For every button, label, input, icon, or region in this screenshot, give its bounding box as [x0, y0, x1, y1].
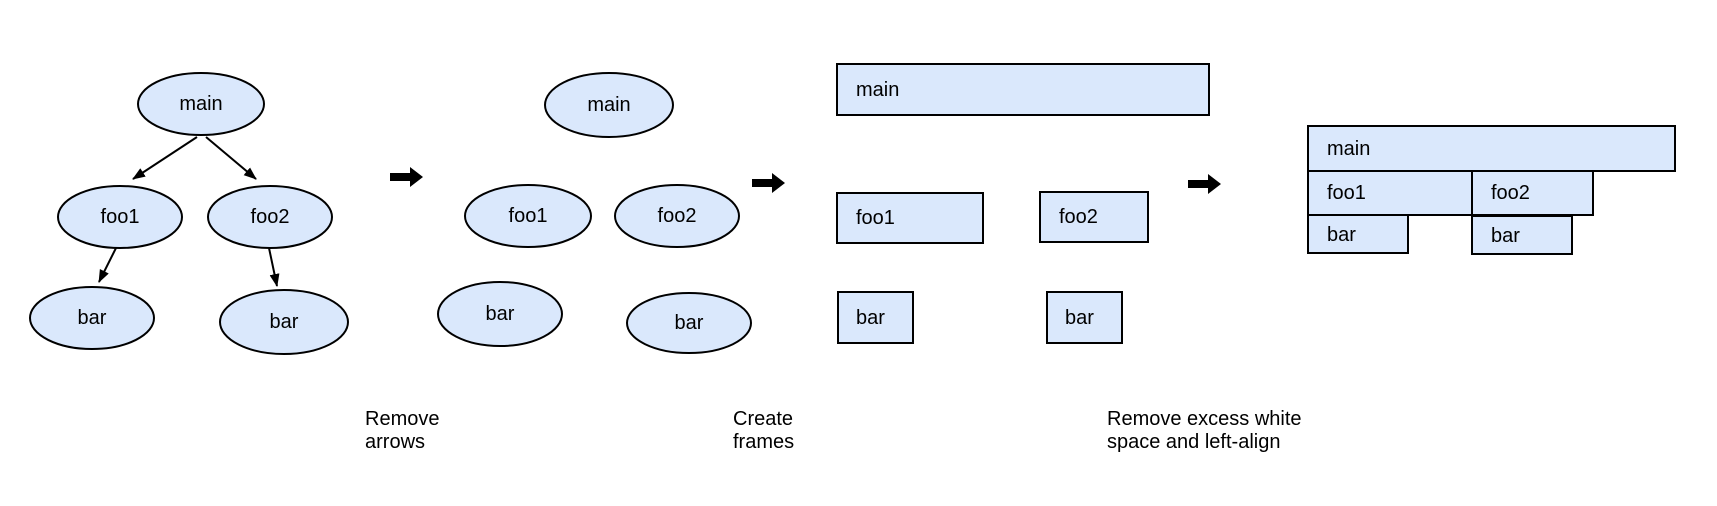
- frame-bar1-label: bar: [856, 307, 885, 329]
- edge-foo1-bar-arrow: [98, 247, 117, 283]
- step2-block-arrow-icon: [752, 173, 785, 193]
- frame-foo1: [836, 192, 984, 244]
- tree-node-foo1: [57, 185, 183, 249]
- frame-bar2-label: bar: [1065, 307, 1094, 329]
- tree-node-bar2-label: bar: [270, 311, 299, 333]
- frame-main: [836, 63, 1210, 116]
- flame-foo2: [1471, 170, 1594, 216]
- noarrow-node-bar2: [626, 292, 752, 354]
- tree-node-main: [137, 72, 265, 136]
- flame-foo2-label: foo2: [1491, 182, 1530, 204]
- step2-caption-line2: frames: [733, 431, 794, 453]
- flame-bar2: [1471, 215, 1573, 255]
- noarrow-node-main: [544, 72, 674, 138]
- flame-bar1-label: bar: [1327, 224, 1356, 246]
- tree-node-foo2-label: foo2: [251, 206, 290, 228]
- noarrow-node-foo2: [614, 184, 740, 248]
- stage-call-tree: main foo1 foo2 bar bar: [29, 72, 349, 355]
- flame-foo1-label: foo1: [1327, 182, 1366, 204]
- edge-foo2-bar-arrow: [268, 247, 280, 287]
- frame-bar2: [1046, 291, 1123, 344]
- flame-main-label: main: [1327, 138, 1370, 160]
- tree-node-bar1: [29, 286, 155, 350]
- step1-caption-line1: Remove: [365, 408, 439, 430]
- step3-block-arrow-icon: [1188, 174, 1221, 194]
- noarrow-node-foo1: [464, 184, 592, 248]
- edge-main-foo2-arrow: [205, 136, 257, 180]
- step1-block-arrow-icon: [390, 167, 423, 187]
- step1-caption-line2: arrows: [365, 431, 425, 453]
- flame-main: [1307, 125, 1676, 172]
- frame-bar1: [837, 291, 914, 344]
- frame-foo2-label: foo2: [1059, 206, 1098, 228]
- tree-node-foo2: [207, 185, 333, 249]
- noarrow-node-bar2-label: bar: [675, 312, 704, 334]
- step3-caption-line1: Remove excess white: [1107, 408, 1302, 430]
- noarrow-node-bar1-label: bar: [486, 303, 515, 325]
- stage-no-arrows: main foo1 foo2 bar bar: [437, 72, 752, 354]
- tree-node-main-label: main: [179, 93, 222, 115]
- noarrow-node-foo1-label: foo1: [509, 205, 548, 227]
- tree-node-foo1-label: foo1: [101, 206, 140, 228]
- edge-main-foo1-arrow: [132, 136, 198, 180]
- noarrow-node-foo2-label: foo2: [658, 205, 697, 227]
- flame-bar1: [1307, 214, 1409, 254]
- stage-frames: main foo1 foo2 bar bar: [836, 63, 1210, 344]
- frame-main-label: main: [856, 79, 899, 101]
- tree-node-bar2: [219, 289, 349, 355]
- frame-foo1-label: foo1: [856, 207, 895, 229]
- noarrow-node-bar1: [437, 281, 563, 347]
- step3-caption-line2: space and left-align: [1107, 431, 1280, 453]
- frame-foo2: [1039, 191, 1149, 243]
- flame-bar2-label: bar: [1491, 225, 1520, 247]
- step2-caption-line1: Create: [733, 408, 793, 430]
- noarrow-node-main-label: main: [587, 94, 630, 116]
- stage-flame-graph: main foo1 foo2 bar bar: [1307, 125, 1676, 255]
- tree-node-bar1-label: bar: [78, 307, 107, 329]
